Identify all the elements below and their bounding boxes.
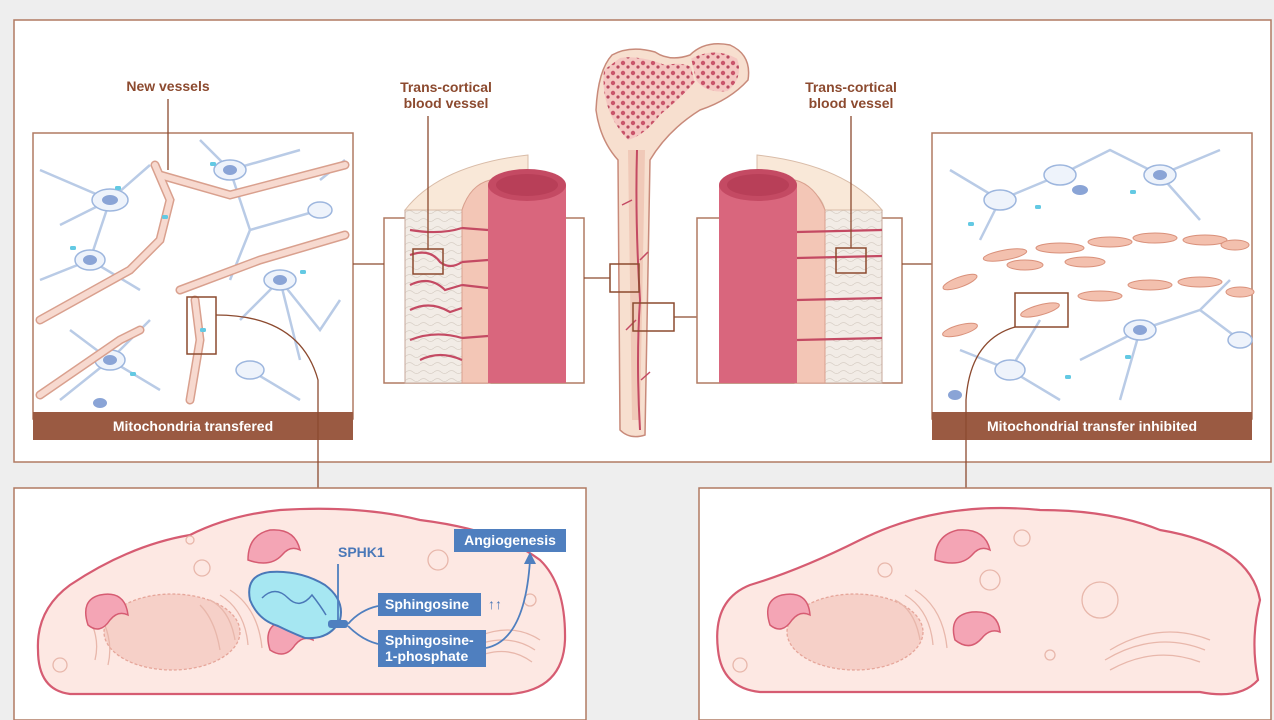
new-vessels-label: New vessels [126,78,209,94]
sphingosine-arrows: ↑↑ [488,596,502,612]
sphk1-label: SPHK1 [338,544,385,560]
left-micrograph-panel: Mitochondria transfered [33,133,353,440]
left-bar-label: Mitochondria transfered [113,418,273,434]
right-bar-label: Mitochondrial transfer inhibited [987,418,1197,434]
right-micrograph-panel: Mitochondrial transfer inhibited [932,133,1254,440]
trans-cortical-left-line2: blood vessel [404,95,489,111]
s1p-label-line2: 1-phosphate [385,648,468,664]
trans-cortical-right-line2: blood vessel [809,95,894,111]
trans-cortical-right-line1: Trans-cortical [805,79,897,95]
s1p-label-line1: Sphingosine- [385,632,474,648]
angiogenesis-label: Angiogenesis [464,532,556,548]
trans-cortical-left-line1: Trans-cortical [400,79,492,95]
sphingosine-label: Sphingosine [385,596,469,612]
bottom-right-panel [699,488,1271,720]
bottom-left-panel: SPHK1 Sphingosine ↑↑ Sphingosine- 1-phos… [14,488,586,720]
